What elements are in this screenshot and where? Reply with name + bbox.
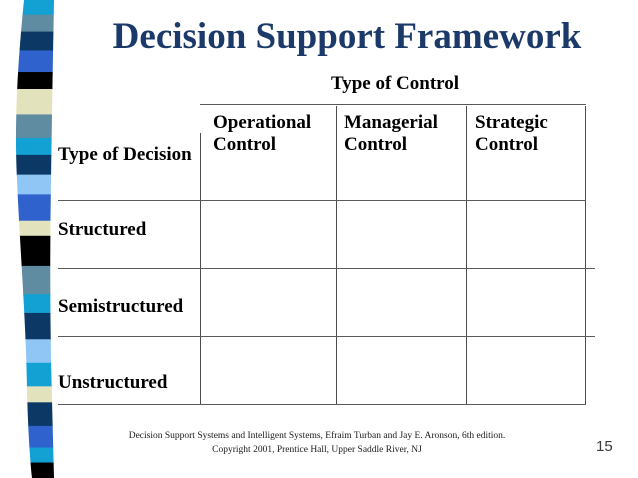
column-header-managerial-control: Managerial Control <box>344 112 438 157</box>
row-label-semistructured: Semistructured <box>58 296 184 317</box>
page-number: 15 <box>596 438 613 455</box>
cell-semistructured-managerial[interactable] <box>337 269 465 335</box>
ribbon-band-0 <box>15 0 54 16</box>
row-label-structured: Structured <box>58 219 147 240</box>
cell-unstructured-managerial[interactable] <box>337 337 465 403</box>
table-hline-after-structured <box>58 268 595 269</box>
cell-unstructured-strategic[interactable] <box>467 337 584 403</box>
ribbon-band-21 <box>15 447 54 464</box>
footer-citation-line1: Decision Support Systems and Intelligent… <box>128 431 506 441</box>
column-header-operational-control: Operational Control <box>213 112 311 157</box>
column-header-strategic-control-line2: Control <box>475 134 538 156</box>
column-header-managerial-control-line2: Control <box>344 134 407 156</box>
table-hline-after-header <box>58 200 586 201</box>
ribbon-band-9 <box>15 174 54 196</box>
row-group-header-line2: Decision <box>123 144 192 165</box>
row-label-unstructured: Unstructured <box>58 372 168 393</box>
ribbon-band-6 <box>15 114 54 139</box>
cell-semistructured-operational[interactable] <box>201 269 335 335</box>
cell-semistructured-strategic[interactable] <box>467 269 584 335</box>
ribbon-band-4 <box>15 72 54 90</box>
column-header-managerial-control-line1: Managerial <box>344 112 438 133</box>
ribbon-band-22 <box>15 462 54 478</box>
table-hline-after-semistructured <box>58 336 595 337</box>
row-group-header: Type of Decision <box>58 144 192 167</box>
table-hline-top <box>200 104 586 105</box>
ribbon-band-11 <box>15 220 54 237</box>
footer-citation-line2: Copyright 2001, Prentice Hall, Upper Sad… <box>212 444 422 455</box>
cell-unstructured-operational[interactable] <box>201 337 335 403</box>
ribbon-band-20 <box>15 425 54 449</box>
ribbon-bands-svg <box>15 0 54 478</box>
column-header-strategic-control-line1: Strategic <box>475 112 548 133</box>
table-vline-col2-col3 <box>466 106 467 404</box>
row-group-header-line1: Type of <box>58 144 119 165</box>
cell-structured-managerial[interactable] <box>337 201 465 267</box>
column-group-header: Type of Control <box>330 73 460 94</box>
slide-title: Decision Support Framework <box>112 16 582 57</box>
decorative-ribbon <box>0 0 62 478</box>
footer-citation: Decision Support Systems and Intelligent… <box>62 430 572 458</box>
column-header-operational-control-line1: Operational <box>213 112 312 133</box>
ribbon-band-10 <box>15 194 54 222</box>
column-header-operational-control-line2: Control <box>213 134 276 156</box>
ribbon-band-2 <box>15 31 54 52</box>
framework-table: Type of Decision Operational Control Man… <box>58 104 595 405</box>
ribbon-band-8 <box>15 154 54 176</box>
column-header-strategic-control: Strategic Control <box>475 112 548 157</box>
table-vline-col1-col2 <box>336 106 337 404</box>
table-hline-bottom <box>58 404 586 405</box>
cell-structured-strategic[interactable] <box>467 201 584 267</box>
ribbon-band-5 <box>15 88 54 116</box>
ribbon-band-1 <box>15 14 54 33</box>
ribbon-band-3 <box>15 50 54 73</box>
cell-structured-operational[interactable] <box>201 201 335 267</box>
table-vline-right <box>585 106 586 404</box>
ribbon-band-12 <box>15 235 54 267</box>
ribbon-band-14 <box>15 294 54 314</box>
ribbon-band-7 <box>15 137 54 156</box>
